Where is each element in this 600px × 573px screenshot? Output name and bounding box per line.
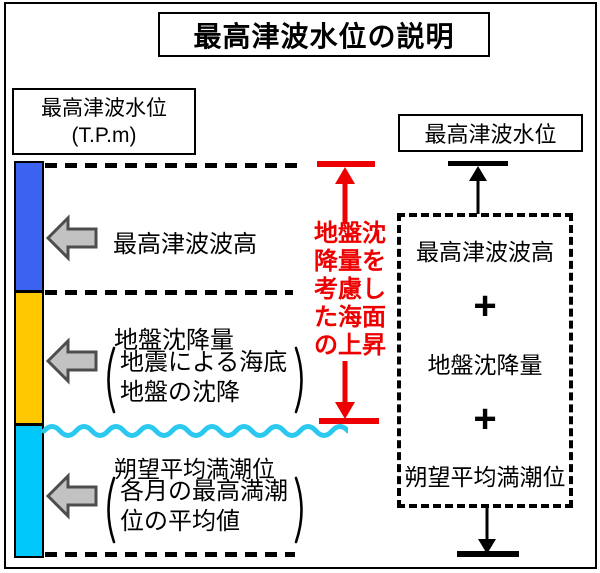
red-lower-level-mark xyxy=(319,418,379,424)
right-header-box: 最高津波水位 xyxy=(398,114,583,152)
left-axis-label-line1: 最高津波水位 xyxy=(41,96,167,120)
left-block-arrow-icon xyxy=(45,214,98,262)
bar-segment-spring-high-tide xyxy=(16,426,42,556)
upper-bound-tick xyxy=(448,161,508,166)
note-line: 各月の最高満潮 xyxy=(120,478,288,505)
sea-level-rise-annotation: 地盤沈降量を考慮した海面の上昇 xyxy=(314,220,386,359)
level-line-base xyxy=(45,552,295,557)
level-line-max-tsunami xyxy=(45,163,298,168)
segment-label-spring-high-tide: 朔望平均満潮位 xyxy=(114,456,275,482)
note-line: 位の平均値 xyxy=(120,508,240,535)
formula-box: 最高津波波高 + 地盤沈降量 + 朔望平均満潮位 xyxy=(397,213,573,508)
segment-label-ground-subsidence: 地盤沈降量 xyxy=(114,327,234,354)
segment-label-tsunami-wave-height: 最高津波波高 xyxy=(113,231,257,258)
diagram-title-box: 最高津波水位の説明 xyxy=(158,12,490,57)
formula-term-ground-subsidence: 地盤沈降量 xyxy=(427,351,543,378)
left-block-arrow-icon xyxy=(45,472,98,520)
bar-segment-ground-subsidence xyxy=(16,293,42,426)
note-line: 地盤の沈降 xyxy=(120,379,240,406)
formula-term-tsunami-wave-height: 最高津波波高 xyxy=(416,239,554,265)
open-paren-icon xyxy=(107,476,116,544)
note-line: 地震による海底 xyxy=(120,349,288,376)
black-arrow-up-icon xyxy=(469,166,487,214)
sea-surface-wave-icon xyxy=(42,424,348,438)
red-arrow-up-icon xyxy=(335,167,355,223)
left-axis-label-box: 最高津波水位 (T.P.m) xyxy=(12,88,196,155)
diagram-title: 最高津波水位の説明 xyxy=(193,20,455,52)
lower-bound-tick xyxy=(457,551,519,557)
segment-note-ground-subsidence: 地震による海底 地盤の沈降 xyxy=(120,348,287,408)
open-paren-icon xyxy=(107,346,116,414)
left-block-arrow-icon xyxy=(45,337,98,385)
left-axis-label-line2: (T.P.m) xyxy=(71,123,137,147)
level-line-subsided-ground xyxy=(45,290,293,295)
red-upper-level-mark xyxy=(317,161,375,167)
right-header-label: 最高津波水位 xyxy=(424,122,557,147)
formula-term-spring-high-tide: 朔望平均満潮位 xyxy=(404,464,566,490)
outer-frame xyxy=(4,2,597,569)
water-level-stacked-bar xyxy=(14,161,44,558)
black-arrow-down-icon xyxy=(478,508,496,554)
segment-note-spring-high-tide: 各月の最高満潮 位の平均値 xyxy=(120,477,288,537)
plus-sign: + xyxy=(473,396,497,441)
close-paren-icon xyxy=(294,476,303,544)
red-arrow-down-icon xyxy=(335,361,355,419)
bar-segment-tsunami-wave-height xyxy=(16,163,42,293)
close-paren-icon xyxy=(294,346,303,414)
plus-sign: + xyxy=(473,284,497,329)
